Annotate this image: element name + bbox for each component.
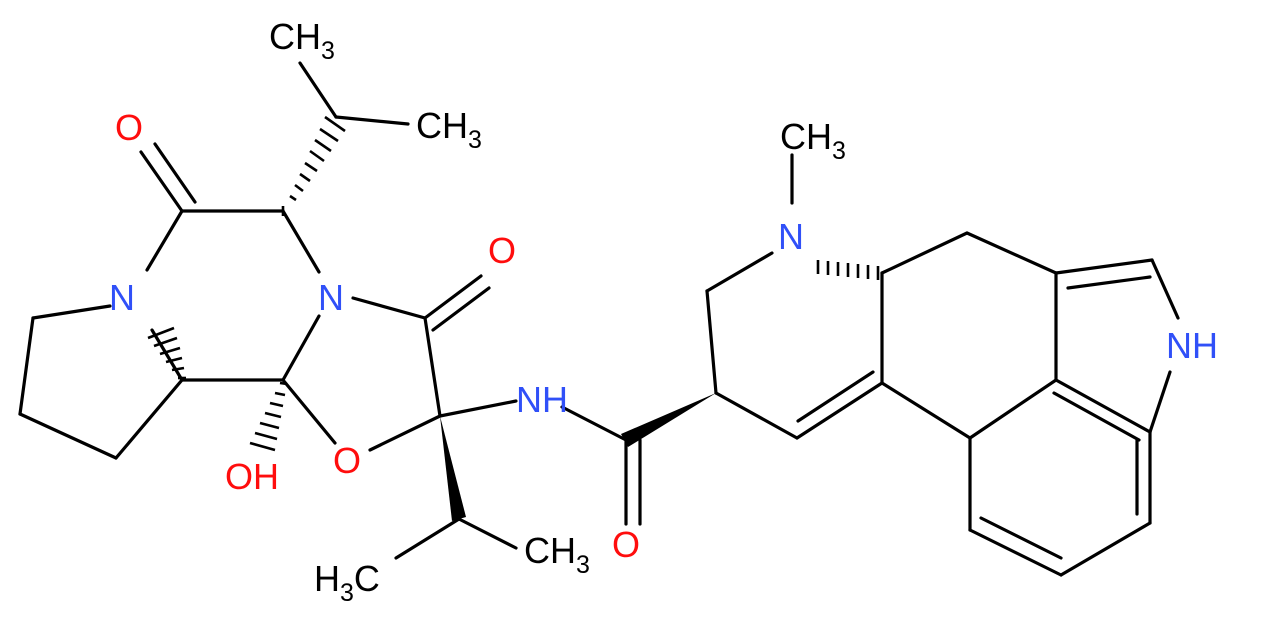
hydroxyl-label: OH bbox=[225, 456, 279, 497]
bond bbox=[153, 142, 197, 204]
bond bbox=[423, 316, 442, 418]
bond bbox=[31, 304, 112, 320]
bond bbox=[368, 414, 442, 452]
bond bbox=[18, 316, 35, 416]
hashed-wedge-bond bbox=[816, 260, 880, 280]
bond bbox=[145, 209, 184, 272]
bond bbox=[705, 251, 774, 293]
solid-wedge-bond bbox=[440, 416, 466, 521]
bond bbox=[18, 412, 118, 460]
bond bbox=[351, 296, 427, 320]
stereo-bond-layer bbox=[147, 115, 880, 521]
bond bbox=[438, 399, 518, 418]
bond bbox=[1148, 370, 1172, 434]
bond bbox=[150, 328, 184, 382]
hashed-wedge-bond bbox=[249, 381, 288, 452]
oxygen-atom-label: O bbox=[115, 107, 143, 148]
bond bbox=[880, 381, 972, 440]
oxygen-atom-label: O bbox=[612, 524, 640, 565]
bond bbox=[1150, 258, 1180, 320]
bond bbox=[1052, 391, 1141, 442]
atom-label-layer: CH3 CH3 O O N N OH O NH H3C CH3 O N CH3 … bbox=[109, 16, 1218, 607]
bond bbox=[1054, 378, 1152, 434]
hashed-wedge-bond bbox=[281, 115, 346, 216]
nitrogen-atom-label: N bbox=[109, 277, 135, 318]
methyl-label: H3C bbox=[314, 558, 380, 607]
indole-nh-label: NH bbox=[1166, 325, 1218, 366]
bond bbox=[880, 231, 969, 275]
bond bbox=[796, 370, 875, 423]
bond bbox=[965, 231, 1058, 275]
bond bbox=[334, 115, 410, 126]
bond-layer bbox=[18, 61, 1180, 577]
bond bbox=[979, 516, 1063, 560]
solid-wedge-bond bbox=[621, 393, 716, 447]
bond bbox=[795, 381, 884, 440]
bond bbox=[139, 150, 184, 213]
methyl-label: CH3 bbox=[780, 116, 846, 165]
bond bbox=[281, 314, 321, 382]
bond bbox=[281, 378, 337, 445]
oxygen-atom-label: O bbox=[488, 230, 516, 271]
amide-nh-label: NH bbox=[516, 379, 568, 420]
bond bbox=[298, 61, 338, 119]
bond bbox=[457, 517, 518, 550]
bond bbox=[114, 378, 184, 460]
methyl-label: CH3 bbox=[269, 16, 335, 65]
bond bbox=[714, 391, 799, 440]
bond bbox=[281, 209, 321, 274]
methyl-label: CH3 bbox=[416, 105, 482, 154]
methyl-label: CH3 bbox=[524, 530, 590, 579]
bond bbox=[423, 274, 483, 320]
bond bbox=[394, 517, 461, 560]
bond bbox=[560, 405, 628, 442]
bond bbox=[1066, 275, 1152, 290]
bond bbox=[968, 378, 1058, 440]
nitrogen-atom-label: N bbox=[778, 216, 804, 257]
oxygen-atom-label: O bbox=[333, 440, 361, 481]
bond bbox=[431, 286, 491, 332]
hashed-wedge-bond bbox=[147, 326, 186, 380]
nitrogen-atom-label: N bbox=[318, 277, 344, 318]
bond bbox=[705, 289, 718, 395]
bond bbox=[1054, 258, 1154, 275]
bond bbox=[1059, 521, 1152, 577]
bond bbox=[968, 528, 1063, 577]
